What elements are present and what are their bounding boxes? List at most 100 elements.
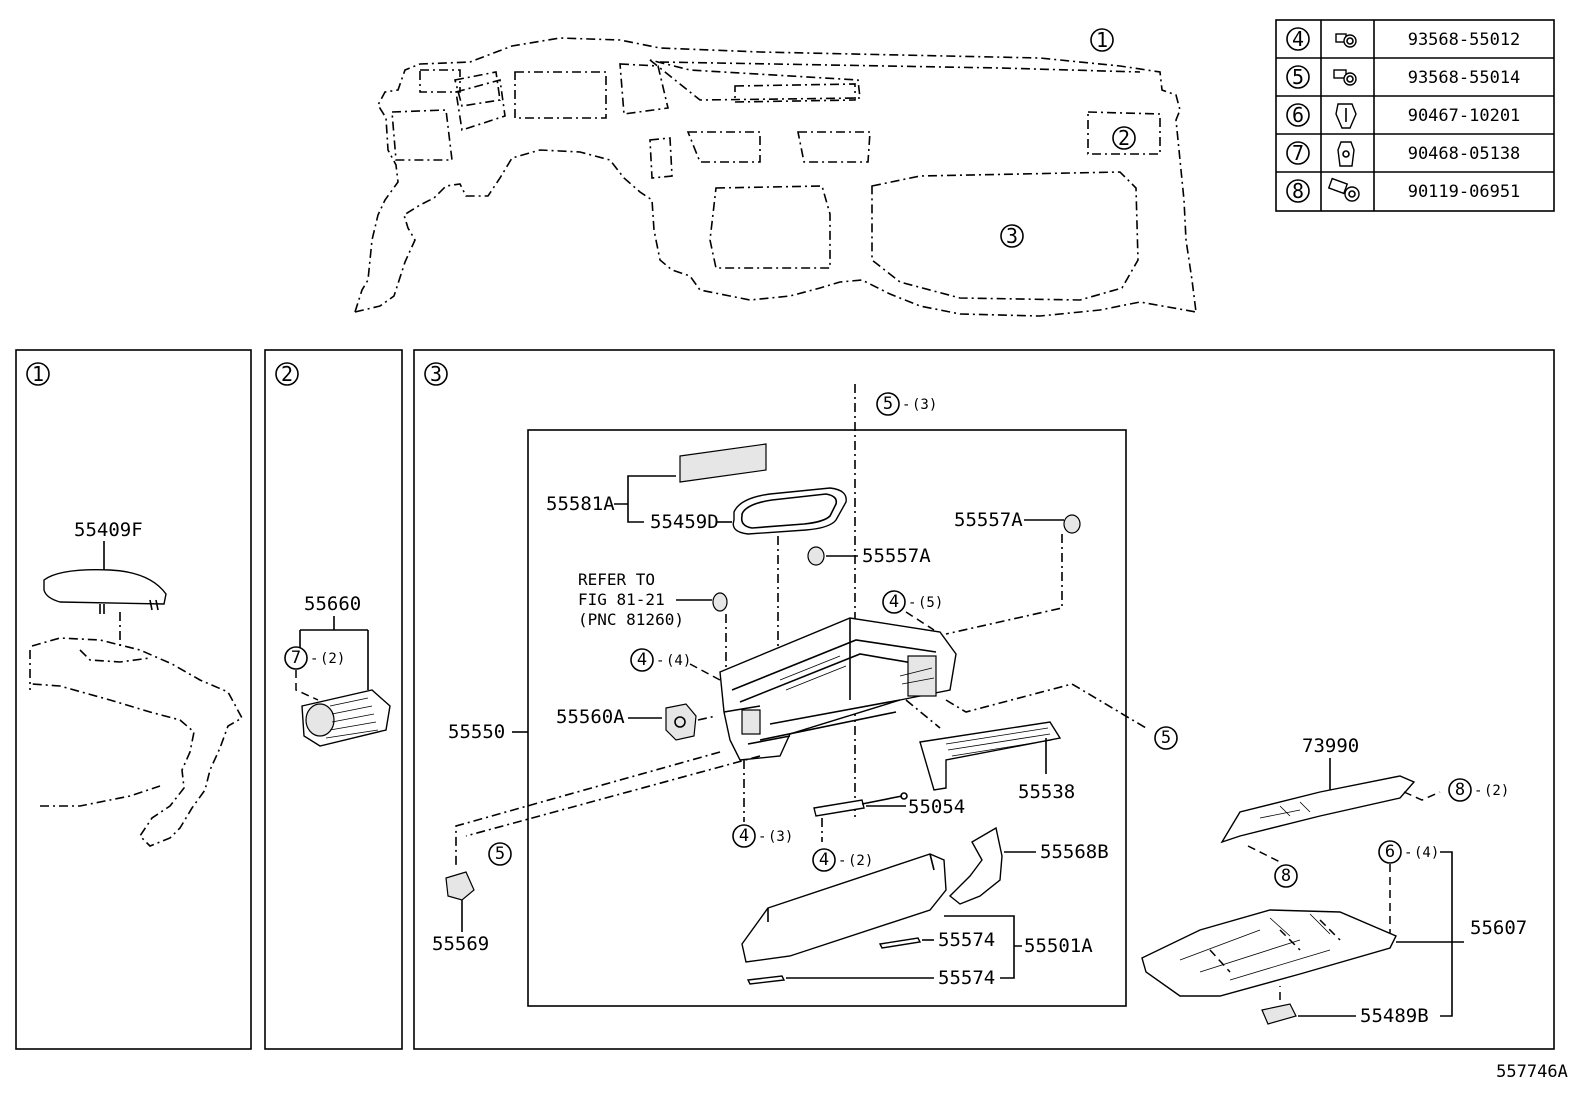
fastener-row: 5 93568-55014 xyxy=(1286,65,1521,89)
part-label-55560A: 55560A xyxy=(556,706,625,728)
duct-cover-55409F xyxy=(43,569,167,605)
panel-3: 3 5 - (3) 55581A 55459D 55557A 55557A RE… xyxy=(413,349,1555,1050)
undercover-55607 xyxy=(1141,909,1397,997)
refer-to-line-1: REFER TO xyxy=(578,570,655,589)
glove-box-door-55501A xyxy=(741,853,947,963)
label-plate-55581A xyxy=(679,443,767,483)
bumper-55557A xyxy=(1063,514,1081,534)
svg-text:-: - xyxy=(656,653,664,669)
part-label-55409F: 55409F xyxy=(74,519,143,541)
overview-callout-1: 1 xyxy=(1096,28,1108,52)
part-label-55557A-top: 55557A xyxy=(954,509,1023,531)
svg-text:-: - xyxy=(758,829,766,845)
clip-icon xyxy=(1335,103,1357,129)
part-label-73990: 73990 xyxy=(1302,735,1359,757)
svg-text:-: - xyxy=(1474,783,1482,799)
overview-instrument-panel: 1 2 3 xyxy=(354,28,1197,317)
fastener-callout: 8 xyxy=(1292,179,1304,203)
fastener-part-no: 93568-55014 xyxy=(1408,68,1521,88)
glove-box-housing xyxy=(719,617,957,761)
part-label-55581A: 55581A xyxy=(546,493,615,515)
part-label-55660: 55660 xyxy=(304,593,361,615)
callout-4: 4 xyxy=(739,826,749,846)
callout-4: 4 xyxy=(637,650,647,670)
part-label-55569: 55569 xyxy=(432,933,489,955)
part-label-55607: 55607 xyxy=(1470,917,1527,939)
qty-5-3: (3) xyxy=(912,397,937,413)
latch-55560A xyxy=(665,703,697,741)
qty-55660-clip: (2) xyxy=(320,651,345,667)
overview-callout-3: 3 xyxy=(1006,224,1018,248)
panel-2-callout: 2 xyxy=(281,362,293,386)
callout-4: 4 xyxy=(819,850,829,870)
svg-text:-: - xyxy=(1404,845,1412,861)
part-label-55489B: 55489B xyxy=(1360,1005,1429,1027)
qty-6-4: (4) xyxy=(1414,845,1439,861)
part-label-55568B: 55568B xyxy=(1040,841,1109,863)
callout-5: 5 xyxy=(1161,728,1171,748)
part-label-55557A-mid: 55557A xyxy=(862,545,931,567)
panel-1: 1 55409F xyxy=(15,349,252,1050)
part-label-55574-a: 55574 xyxy=(938,929,995,951)
fastener-row: 6 90467-10201 xyxy=(1286,103,1521,129)
callout-6: 6 xyxy=(1385,842,1395,862)
bumper-55557A xyxy=(807,546,825,566)
callout-4: 4 xyxy=(889,592,899,612)
vent-register-55660 xyxy=(301,689,391,747)
fastener-row: 8 90119-06951 xyxy=(1286,177,1521,203)
fastener-row: 4 93568-55012 xyxy=(1286,27,1521,51)
part-label-55538: 55538 xyxy=(1018,781,1075,803)
panel-3-callout: 3 xyxy=(430,362,442,386)
fastener-part-no: 90467-10201 xyxy=(1408,106,1521,126)
panel-1-callout: 1 xyxy=(32,362,44,386)
callout-8: 8 xyxy=(1455,780,1465,800)
overview-callout-2: 2 xyxy=(1118,126,1130,150)
svg-text:-: - xyxy=(902,397,910,413)
glove-box-assembly-frame xyxy=(527,429,1127,1007)
clip-55569 xyxy=(445,871,475,901)
fastener-part-no: 90468-05138 xyxy=(1408,144,1521,164)
part-label-55574-b: 55574 xyxy=(938,967,995,989)
qty-4-2: (2) xyxy=(848,853,873,869)
callout-7: 7 xyxy=(291,648,301,668)
fastener-callout: 4 xyxy=(1292,27,1304,51)
qty-4-3: (3) xyxy=(768,829,793,845)
callout-5: 5 xyxy=(883,394,893,414)
figure-id: 557746A xyxy=(1496,1062,1568,1082)
fastener-part-no: 90119-06951 xyxy=(1408,182,1521,202)
callout-5: 5 xyxy=(495,844,505,864)
svg-text:-: - xyxy=(908,595,916,611)
part-label-55459D: 55459D xyxy=(650,511,719,533)
bolt-washer-icon xyxy=(1333,69,1357,86)
pad-55489B xyxy=(1261,1003,1297,1025)
part-label-55550: 55550 xyxy=(448,721,505,743)
clip-icon xyxy=(1337,141,1355,167)
callout-8: 8 xyxy=(1281,866,1291,886)
qty-8-2: (2) xyxy=(1484,783,1509,799)
pin-55574 xyxy=(878,937,922,949)
refer-to-line-2: FIG 81-21 xyxy=(578,590,665,609)
damper-55054 xyxy=(813,799,865,817)
panel-73990 xyxy=(1220,775,1416,844)
panel-55538 xyxy=(919,721,1062,791)
qty-4-4: (4) xyxy=(666,653,691,669)
panel-2: 2 55660 7 - (2) xyxy=(264,349,403,1050)
fastener-table: 4 93568-55012 5 93568-55014 6 90467-1020… xyxy=(1275,19,1555,212)
bulb-icon xyxy=(712,592,728,612)
svg-text:-: - xyxy=(838,853,846,869)
refer-to-line-3: (PNC 81260) xyxy=(578,610,684,629)
svg-text:-: - xyxy=(310,651,318,667)
fastener-callout: 5 xyxy=(1292,65,1304,89)
fastener-callout: 7 xyxy=(1292,141,1304,165)
part-label-55501A: 55501A xyxy=(1024,935,1093,957)
fastener-row: 7 90468-05138 xyxy=(1286,141,1521,167)
part-label-55054: 55054 xyxy=(908,796,965,818)
fastener-part-no: 93568-55012 xyxy=(1408,30,1521,50)
fastener-callout: 6 xyxy=(1292,103,1304,127)
bolt-washer-icon xyxy=(1327,177,1360,202)
qty-4-5: (5) xyxy=(918,595,943,611)
bolt-washer-icon xyxy=(1335,33,1357,48)
bracket-55568B xyxy=(948,826,1003,905)
pin-55574 xyxy=(746,975,786,985)
